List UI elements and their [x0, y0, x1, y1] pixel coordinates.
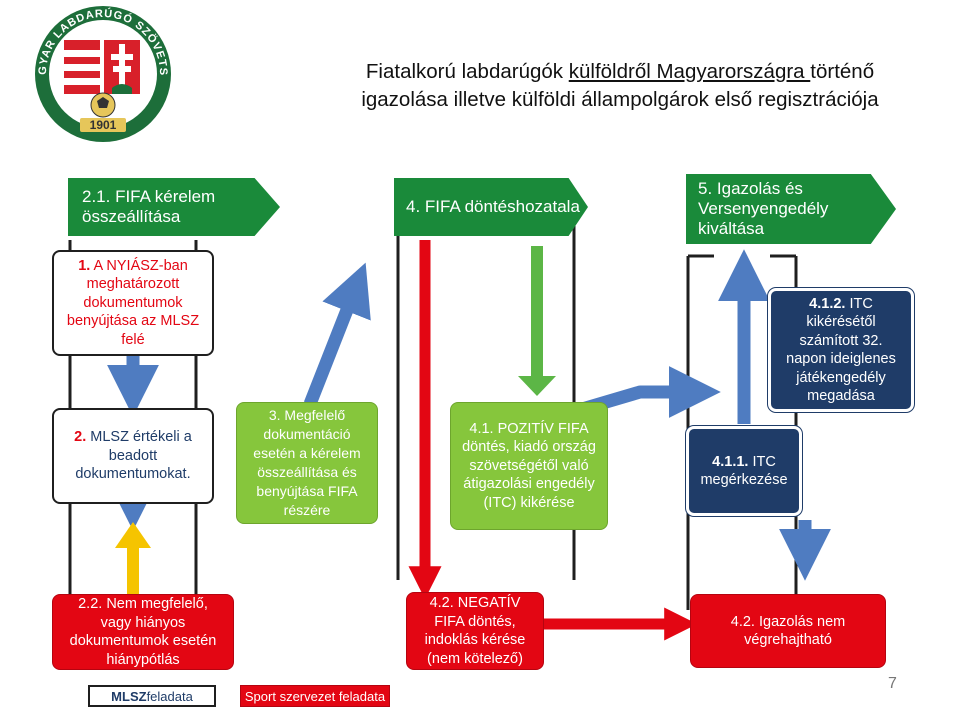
box-step-412: 4.1.2. ITC kikérésétől számított 32. nap… [768, 288, 914, 412]
box-step-42-text: 4.2. NEGATÍV FIFA döntés, indoklás kérés… [424, 595, 526, 667]
arrow-green-down [518, 246, 556, 396]
banner-step-5-line3: kiváltása [698, 219, 765, 238]
title-line1-a: Fiatalkorú labdarúgók [365, 60, 569, 83]
banner-step-21: 2.1. FIFA kérelem összeállítása [68, 178, 280, 236]
box-step-411-text: ITC megérkezése [700, 453, 788, 489]
title-line1-b: külföldről Magyarországra [568, 60, 811, 83]
logo-year: 1901 [90, 118, 117, 132]
banner-step-21-line1: 2.1. FIFA kérelem [82, 187, 216, 206]
box-step-412-text: ITC kikérésétől számított 32. napon idei… [786, 295, 896, 405]
box-step-412-number: 4.1.2. [809, 295, 846, 312]
legend-sport-text: Sport szervezet feladata [244, 688, 386, 704]
banner-step-5-line2: Versenyengedély [698, 199, 829, 218]
box-step-1-number: 1. [78, 257, 91, 274]
box-step-2-text: MLSZ értékeli a beadott dokumentumokat. [75, 429, 192, 483]
banner-step-4: 4. FIFA döntéshozatala [394, 178, 588, 236]
legend-mlsz-bold: MLSZ [111, 688, 147, 704]
box-step-411-number: 4.1.1. [712, 453, 749, 470]
box-step-1: 1. A NYIÁSZ-ban meghatározott dokumentum… [52, 250, 214, 356]
legend-mlsz: MLSZ feladata [88, 685, 216, 707]
legend-sport: Sport szervezet feladata [240, 685, 390, 707]
arrow-3-to-4 [303, 262, 371, 407]
box-step-3-text: 3. Megfelelő dokumentáció esetén a kérel… [253, 407, 361, 518]
box-step-42b-text: 4.2. Igazolás nem végrehajtható [730, 613, 846, 649]
banner-step-5: 5. Igazolás és Versenyengedély kiváltása [686, 174, 896, 244]
box-step-41-text: 4.1. POZITÍV FIFA döntés, kiadó ország s… [462, 420, 596, 511]
banner-step-4-label: 4. FIFA döntéshozatala [406, 197, 580, 216]
banner-step-5-line1: 5. Igazolás és [698, 179, 803, 198]
box-step-42b: 4.2. Igazolás nem végrehajtható [690, 594, 886, 668]
mlsz-logo-icon: MAGYAR LABDARÚGÓ SZÖVETSÉG 1901 [28, 2, 171, 142]
title-line2: igazolása illetve külföldi állampolgárok… [361, 88, 879, 111]
box-step-1-text: A NYIÁSZ-ban meghatározott dokumentumok … [66, 257, 200, 348]
box-step-2: 2. MLSZ értékeli a beadott dokumentumoka… [52, 408, 214, 504]
title-line1-c: történő [810, 60, 875, 83]
box-step-22-text: 2.2. Nem megfelelő, vagy hiányos dokumen… [69, 596, 217, 668]
box-step-3: 3. Megfelelő dokumentáció esetén a kérel… [236, 402, 378, 524]
page-number: 7 [888, 675, 897, 692]
banner-step-21-line2: összeállítása [82, 207, 181, 226]
page-title: Fiatalkorú labdarúgók külföldről Magyaro… [300, 58, 940, 114]
box-step-42: 4.2. NEGATÍV FIFA döntés, indoklás kérés… [406, 592, 544, 670]
box-step-411: 4.1.1. ITC megérkezése [686, 426, 802, 516]
legend-mlsz-rest: feladata [146, 688, 193, 704]
box-step-41: 4.1. POZITÍV FIFA döntés, kiadó ország s… [450, 402, 608, 530]
box-step-22: 2.2. Nem megfelelő, vagy hiányos dokumen… [52, 594, 234, 670]
box-step-2-number: 2. [74, 429, 87, 446]
